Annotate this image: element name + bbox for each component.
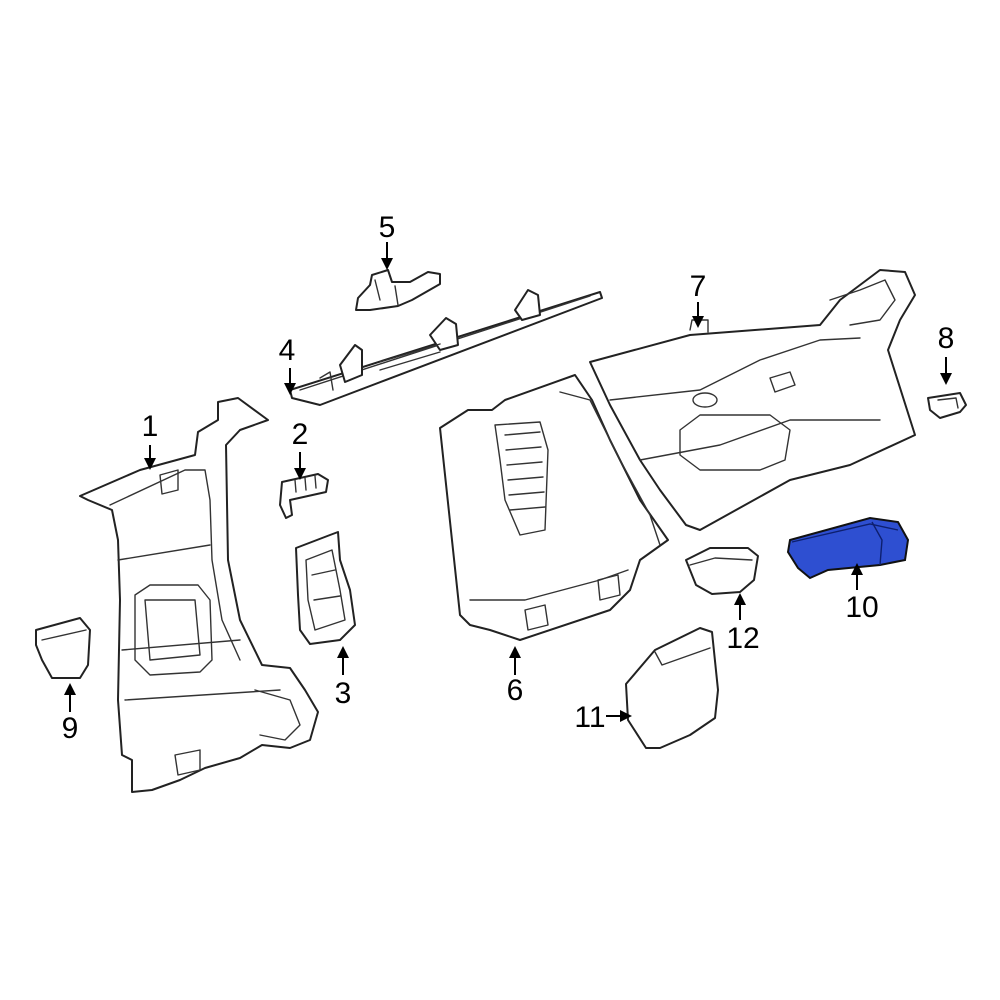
- part-5-bracket[interactable]: [355, 269, 441, 311]
- part-11-side-cover[interactable]: [625, 627, 719, 749]
- callout-3: 3: [335, 677, 352, 710]
- callout-5: 5: [379, 211, 396, 244]
- callout-leaders: [64, 242, 952, 722]
- callout-2: 2: [292, 418, 309, 451]
- part-2-clip[interactable]: [279, 473, 329, 519]
- callout-6: 6: [507, 674, 524, 707]
- part-3-bracket[interactable]: [295, 531, 356, 645]
- callout-4: 4: [279, 334, 296, 367]
- part-6-c-pillar-trim[interactable]: [439, 374, 669, 641]
- part-12-cup-cover[interactable]: [685, 547, 759, 595]
- callout-11: 11: [574, 701, 605, 734]
- part-10-cover-highlighted[interactable]: [786, 516, 910, 580]
- callout-9: 9: [62, 712, 79, 745]
- part-4-rail[interactable]: [289, 289, 603, 406]
- callout-12: 12: [726, 622, 759, 655]
- callout-7: 7: [690, 270, 707, 303]
- part-9-cover[interactable]: [35, 617, 91, 679]
- callout-labels: 1 2 3 4 5 6 7 8 9 10 11 12: [62, 211, 955, 745]
- part-7-quarter-panel[interactable]: [589, 269, 916, 531]
- part-1-pillar-trim[interactable]: [79, 397, 319, 793]
- callout-10: 10: [845, 591, 878, 624]
- callout-1: 1: [142, 410, 159, 443]
- part-8-clip[interactable]: [927, 392, 967, 419]
- callout-8: 8: [938, 322, 955, 355]
